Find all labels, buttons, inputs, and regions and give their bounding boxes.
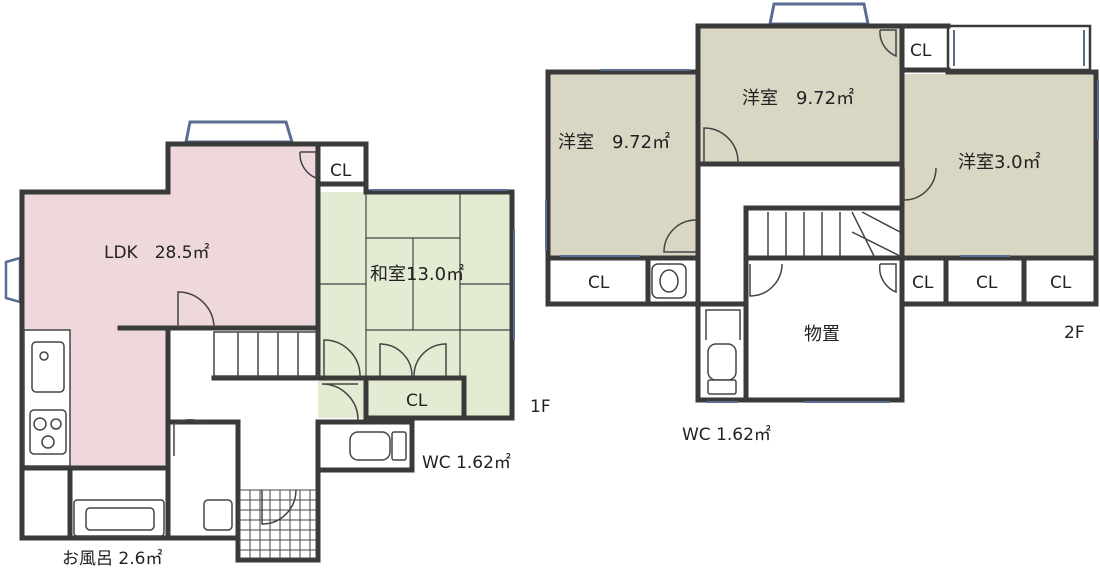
storage-label: 物置 <box>804 324 840 345</box>
left-closet-label: CL <box>588 273 610 293</box>
ldk-closet-label: CL <box>330 161 352 181</box>
ldk-area <box>22 144 318 468</box>
doors-2f <box>663 29 937 340</box>
ldk-top-window <box>184 120 295 144</box>
right-closet-1-label: CL <box>912 273 934 293</box>
walls-2f <box>545 23 1099 403</box>
yoshitsu-left-area <box>548 72 698 258</box>
labels: LDK 28.5㎡ 和室13.0㎡ お風呂 2.6㎡ WC 1.62㎡ 1F C… <box>62 41 1085 569</box>
washitsu-label: 和室13.0㎡ <box>370 263 464 285</box>
kitchen-fixtures <box>23 329 71 467</box>
stairs-1f <box>213 331 319 377</box>
walls-1f <box>19 141 515 563</box>
ldk-left-window <box>4 256 22 304</box>
right-closet-3-label: CL <box>1050 273 1072 293</box>
yoshitsu-center-label: 洋室 9.72㎡ <box>742 87 854 109</box>
washitsu-closet-label: CL <box>406 391 428 411</box>
ldk-label: LDK 28.5㎡ <box>104 243 210 263</box>
floor-2 <box>545 2 1099 403</box>
wc-1f-label: WC 1.62㎡ <box>422 453 511 473</box>
center-top-window <box>768 2 870 26</box>
yoshitsu-right-label: 洋室3.0㎡ <box>958 151 1041 173</box>
stairs-2f <box>767 211 901 257</box>
entrance-grid <box>239 489 317 559</box>
windows-1f <box>370 189 515 340</box>
windows-2f <box>545 69 1099 403</box>
yoshitsu-left-label: 洋室 9.72㎡ <box>558 131 670 153</box>
bath-fixtures <box>73 499 233 537</box>
tatami-lines <box>318 192 512 378</box>
top-closet-label: CL <box>910 41 932 61</box>
right-top-window <box>946 24 1092 72</box>
bath-label: お風呂 2.6㎡ <box>62 549 162 569</box>
wc-2f-label: WC 1.62㎡ <box>682 425 771 445</box>
yoshitsu-right-area <box>902 74 1096 258</box>
floor-1 <box>4 120 515 563</box>
wc-fixture-1f <box>349 431 407 461</box>
doors-1f <box>173 151 447 525</box>
wc-fixture-2f <box>651 263 737 395</box>
floor-2-label: 2F <box>1064 323 1085 343</box>
right-closet-2-label: CL <box>976 273 998 293</box>
floor-1-label: 1F <box>530 397 551 417</box>
